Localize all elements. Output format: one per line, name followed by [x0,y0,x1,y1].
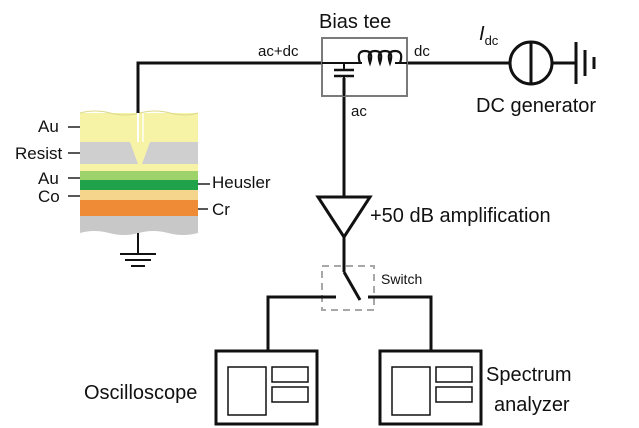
label-amplification: +50 dB amplification [370,205,551,227]
inductor-icon [357,49,403,67]
label-co: Co [38,187,60,206]
label-idc: Idc [479,23,499,48]
label-idc-sub: dc [485,33,499,48]
sample-stack [79,110,199,235]
spectrum-analyzer-icon [378,349,483,426]
label-ac-dc: ac+dc [258,43,299,60]
wire-sample-to-bias-tee [136,61,322,113]
label-heusler: Heusler [212,173,271,192]
sample-ground-icon [120,233,156,267]
label-dc-generator: DC generator [476,95,596,117]
label-cr: Cr [212,200,230,219]
switch-box [321,265,375,311]
label-spectrum-line2: analyzer [494,394,570,416]
label-switch: Switch [381,271,422,287]
nanocontact-wedge [130,142,150,164]
layer-heusler-light [80,171,198,180]
switch-lever-icon [342,271,362,301]
label-au: Au [38,169,59,188]
generator-ground-icon [574,42,596,84]
layer-cr [80,200,198,216]
label-dc: dc [414,43,430,60]
layer-co [80,190,198,200]
label-au-top: Au [38,117,59,136]
bias-tee-box [321,37,408,97]
amplifier-icon [315,195,373,240]
label-resist: Resist [15,144,63,163]
dc-current-source-icon [508,40,554,86]
label-idc-main: I [479,23,485,45]
label-ac: ac [351,103,367,120]
layer-substrate [80,216,198,235]
label-oscilloscope: Oscilloscope [84,382,197,404]
layer-au [80,164,198,171]
bias-tee [321,37,408,97]
oscilloscope-icon [214,349,319,426]
label-bias-tee: Bias tee [319,11,391,33]
wire-switch-to-spectrum-analyzer [368,295,433,350]
layer-heusler-dark [80,180,198,190]
sample-top-edge [79,110,199,116]
wire-switch-to-oscilloscope [266,295,336,350]
label-spectrum-line1: Spectrum [486,364,572,386]
capacitor-icon [334,68,354,78]
